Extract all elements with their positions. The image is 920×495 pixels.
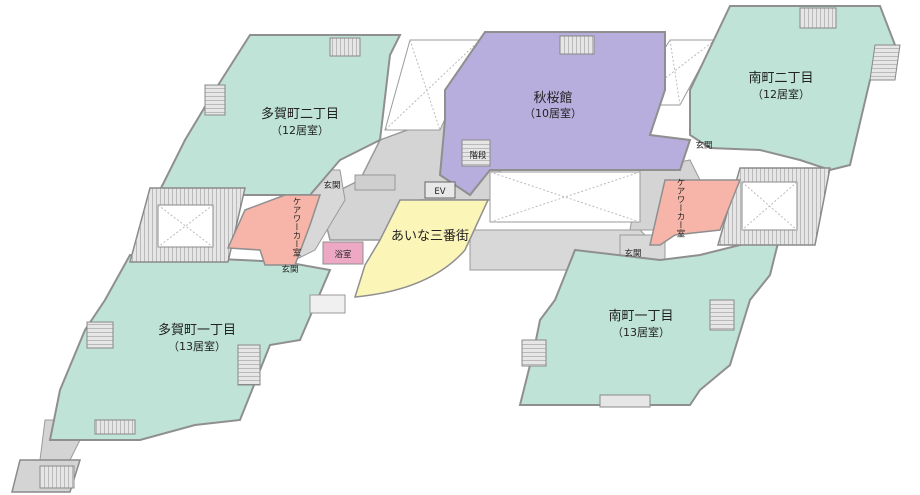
- stairwell-left: [129, 187, 246, 263]
- label-akisakura: 秋桜館: [533, 91, 572, 106]
- label-minamimachi-1: 南町一丁目: [608, 308, 673, 324]
- label-minamimachi-2-rooms: （12居室）: [752, 87, 810, 101]
- label-akisakura-rooms: （10居室）: [524, 106, 582, 120]
- label-genkan-4: 玄関: [624, 248, 641, 259]
- label-genkan-1: 玄関: [323, 180, 340, 191]
- unit-minamimachi-1: [518, 233, 782, 406]
- label-careworker-right: ケアワーカー室: [675, 178, 685, 238]
- label-tagacho-2: 多賀町二丁目: [261, 106, 339, 122]
- careworker-room-left: [226, 194, 322, 266]
- label-genkan-3: 玄関: [695, 140, 712, 151]
- labels: 多賀町二丁目 （12居室） 秋桜館 （10居室） 南町二丁目 （12居室） 多賀…: [158, 70, 814, 353]
- stairwell-right: [717, 167, 831, 246]
- label-careworker-left: ケアワーカー室: [291, 197, 301, 257]
- courtyards: [384, 39, 716, 223]
- unit-aina-sanbangai: [353, 199, 490, 298]
- bath-room: [322, 241, 364, 265]
- central-details: [309, 139, 491, 314]
- unit-tagacho-1: [48, 253, 332, 441]
- label-bath: 浴室: [334, 249, 352, 260]
- label-ev: EV: [434, 187, 445, 197]
- unit-akisakura: [438, 31, 692, 197]
- label-genkan-2: 玄関: [281, 264, 298, 275]
- label-aina-sanbangai: あいな三番街: [391, 229, 469, 244]
- careworker-room-right: [649, 179, 742, 246]
- label-minamimachi-1-rooms: （13居室）: [612, 325, 670, 339]
- label-stairs: 階段: [469, 150, 487, 161]
- label-tagacho-1-rooms: （13居室）: [168, 339, 226, 353]
- label-minamimachi-2: 南町二丁目: [748, 70, 813, 86]
- unit-minamimachi-2: [689, 5, 897, 172]
- label-tagacho-1: 多賀町一丁目: [158, 322, 236, 338]
- label-tagacho-2-rooms: （12居室）: [271, 123, 329, 137]
